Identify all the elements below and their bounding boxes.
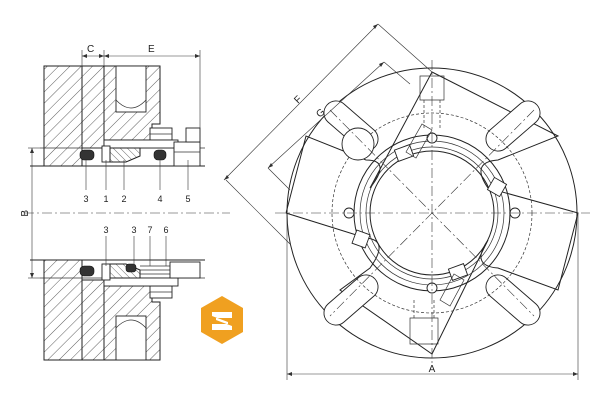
gland-upper-inner (81, 65, 105, 149)
o-ring-4-upper (153, 149, 167, 161)
port-channel-se (439, 273, 465, 307)
spring-7-lower (140, 265, 170, 275)
dim-label-b: B (20, 210, 31, 217)
part-label-5: 5 (185, 194, 190, 204)
bolt-slot-ne (485, 100, 541, 152)
front-view (223, 23, 590, 380)
gland-lower-inner (81, 279, 105, 361)
o-ring-3-lower (79, 265, 95, 277)
set-screw-upper (185, 127, 201, 143)
seal-ring-2-upper (109, 147, 141, 163)
part-label-4: 4 (157, 194, 162, 204)
port-channel-nw (405, 123, 433, 159)
part-label-3-lower-a: 3 (103, 225, 108, 235)
centering-clip-3 (351, 229, 371, 249)
seal-face-lower (101, 263, 111, 281)
housing-lower (43, 259, 83, 361)
section-view (24, 50, 230, 361)
housing-upper (43, 65, 83, 167)
flush-port-lower (115, 315, 147, 361)
seal-face-1-upper (101, 145, 111, 163)
flush-port-circle (341, 127, 375, 161)
flush-port-upper (115, 65, 147, 113)
part-label-7: 7 (147, 225, 152, 235)
part-label-3-upper: 3 (83, 194, 88, 204)
sleeve-lower (103, 277, 179, 287)
o-ring-3-upper (79, 149, 95, 161)
dim-label-f: F (292, 94, 304, 106)
part-label-6: 6 (163, 225, 168, 235)
centering-clip-4 (447, 263, 469, 281)
sleeve-upper (103, 139, 179, 149)
dim-label-a: A (429, 364, 436, 375)
bolt-slot-se (485, 274, 541, 326)
centering-clip-1 (393, 144, 415, 162)
collar-6-lower (169, 261, 201, 279)
dim-label-e: E (148, 44, 155, 55)
company-logo (201, 296, 243, 344)
collar-5-upper (173, 141, 201, 167)
dim-label-c: C (87, 44, 94, 55)
part-label-2: 2 (121, 194, 126, 204)
bolt-slot-sw (323, 274, 379, 326)
part-label-3-lower-b: 3 (131, 225, 136, 235)
centering-clip-2 (486, 176, 508, 198)
o-ring-3b-lower (125, 263, 137, 273)
port-bottom (409, 317, 439, 345)
part-label-1: 1 (103, 194, 108, 204)
port-top (419, 75, 445, 101)
